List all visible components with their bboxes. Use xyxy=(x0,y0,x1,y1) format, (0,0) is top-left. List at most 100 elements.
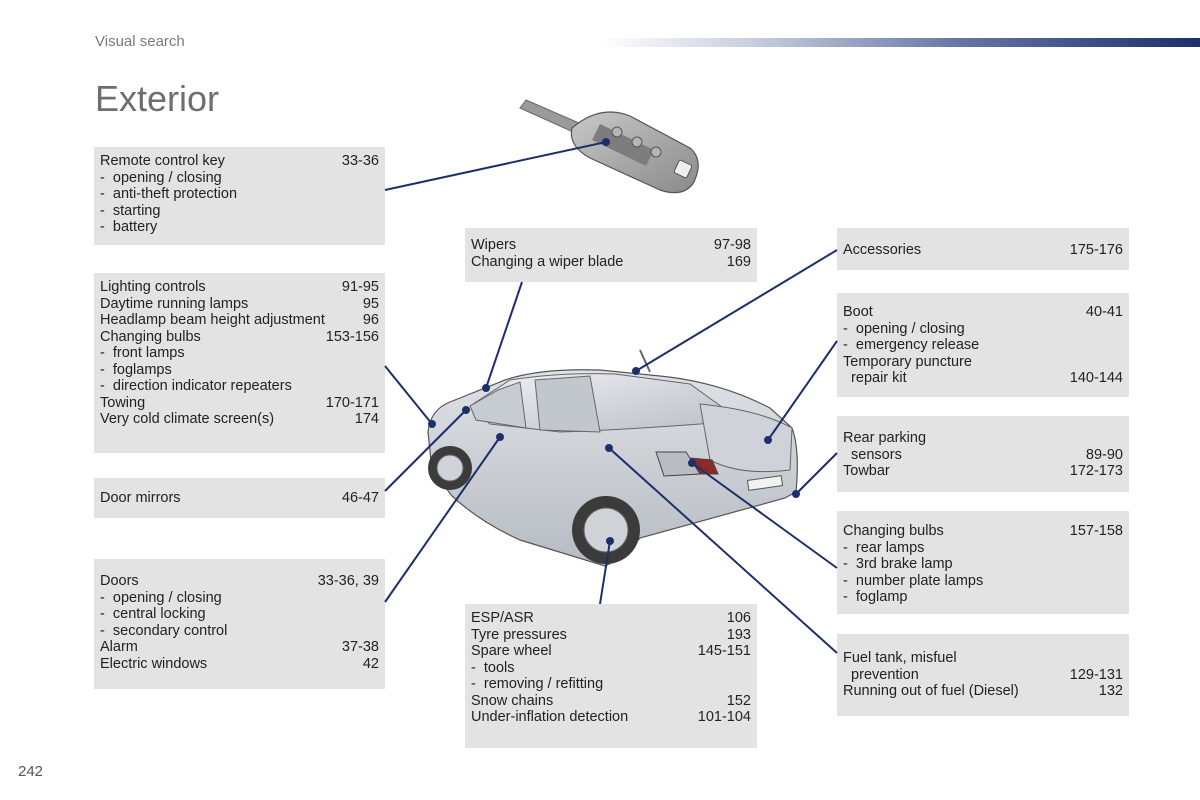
index-entry: - opening / closing xyxy=(100,590,379,607)
index-entry-pages xyxy=(371,590,379,607)
index-entry: - removing / refitting xyxy=(471,676,751,693)
index-entry-text: repair kit xyxy=(843,370,907,386)
section-label: Visual search xyxy=(95,33,185,50)
index-entry-text: Lighting controls xyxy=(100,279,206,295)
index-entry-text: - 3rd brake lamp xyxy=(843,556,953,572)
index-entry-pages: 193 xyxy=(726,626,751,643)
index-entry-text: - starting xyxy=(100,202,161,219)
index-entry: Running out of fuel (Diesel)132 xyxy=(843,683,1123,700)
index-entry: Changing bulbs 153-156 xyxy=(100,329,379,346)
index-entry-pages: 172-173 xyxy=(1069,463,1123,479)
index-entry: - front lamps xyxy=(100,345,379,362)
index-entry-text: Under-inflation detection xyxy=(471,709,629,725)
index-entry-text: prevention xyxy=(843,666,919,683)
index-entry-text: - foglamp xyxy=(843,589,908,605)
index-entry-pages: 101-104 xyxy=(697,709,751,725)
index-entry-text: - number plate lamps xyxy=(843,572,984,589)
index-entry-text: - battery xyxy=(100,219,158,235)
index-entry-text: Snow chains xyxy=(471,692,554,709)
index-entry-pages: 140-144 xyxy=(1069,370,1123,386)
index-entry: - 3rd brake lamp xyxy=(843,556,1123,573)
index-entry-text: - opening / closing xyxy=(100,589,222,606)
index-entry-text: Fuel tank, misfuel xyxy=(843,650,957,666)
index-entry-text: Daytime running lamps xyxy=(100,295,249,312)
index-entry-pages xyxy=(1115,321,1123,338)
index-entry-pages: 174 xyxy=(354,411,379,427)
leader-lines xyxy=(384,138,838,654)
index-entry-pages xyxy=(743,676,751,693)
index-entry-pages xyxy=(371,186,379,203)
index-entry-pages: 129-131 xyxy=(1069,666,1123,683)
index-entry-pages: 89-90 xyxy=(1085,446,1123,463)
index-entry: Temporary puncture xyxy=(843,354,1123,371)
index-entry-text: ESP/ASR xyxy=(471,610,534,626)
index-entry-pages xyxy=(371,219,379,236)
index-entry-text: - tools xyxy=(471,659,515,676)
index-entry-pages: 157-158 xyxy=(1069,523,1123,539)
index-entry-text: - front lamps xyxy=(100,345,185,361)
index-entry-text: Accessories xyxy=(843,242,922,258)
header-bar xyxy=(600,38,1200,47)
index-entry-text: Alarm xyxy=(100,639,138,655)
index-entry-text: - secondary control xyxy=(100,622,228,639)
page-title: Exterior xyxy=(95,78,220,119)
index-entry-text: - direction indicator repeaters xyxy=(100,378,292,394)
index-entry-pages: 132 xyxy=(1098,683,1123,699)
index-entry-text: - rear lamps xyxy=(843,539,925,556)
page-number: 242 xyxy=(18,763,44,780)
index-entry: - central locking xyxy=(100,606,379,623)
index-entry: - starting xyxy=(100,203,379,220)
index-entry-pages xyxy=(371,606,379,623)
index-entry-text: Spare wheel xyxy=(471,643,552,659)
index-entry-pages xyxy=(371,345,379,362)
index-entry: - rear lamps xyxy=(843,540,1123,557)
index-entry-pages: 145-151 xyxy=(697,643,751,659)
index-entry-pages: 91-95 xyxy=(341,279,379,295)
index-entry-text: Door mirrors xyxy=(100,490,181,506)
index-entry: - opening / closing xyxy=(843,321,1123,338)
index-entry-text: Very cold climate screen(s) xyxy=(100,411,275,427)
index-entry: - number plate lamps xyxy=(843,573,1123,590)
index-entry-text: - anti-theft protection xyxy=(100,186,238,202)
index-entry-text: Towing xyxy=(100,394,146,411)
index-entry: - emergency release xyxy=(843,337,1123,354)
index-entry-pages: 153-156 xyxy=(325,328,379,345)
index-entry: Rear parking xyxy=(843,430,1123,447)
index-entry-text: Changing bulbs xyxy=(100,328,201,345)
index-entry: Accessories 175-176 xyxy=(843,242,1123,259)
index-entry-pages: 175-176 xyxy=(1069,242,1123,258)
index-entry-pages: 96 xyxy=(362,312,379,328)
index-entry-pages: 170-171 xyxy=(325,394,379,411)
index-entry-pages: 33-36, 39 xyxy=(317,573,379,589)
index-entry-pages: 40-41 xyxy=(1085,304,1123,320)
index-entry: - direction indicator repeaters xyxy=(100,378,379,395)
index-entry: - anti-theft protection xyxy=(100,186,379,203)
index-entry-pages xyxy=(371,362,379,379)
index-entry: repair kit 140-144 xyxy=(843,370,1123,387)
index-entry-pages: 33-36 xyxy=(341,153,379,169)
index-entry: Under-inflation detection 101-104 xyxy=(471,709,751,726)
index-entry-pages xyxy=(1115,354,1123,371)
index-entry: - foglamp xyxy=(843,589,1123,606)
